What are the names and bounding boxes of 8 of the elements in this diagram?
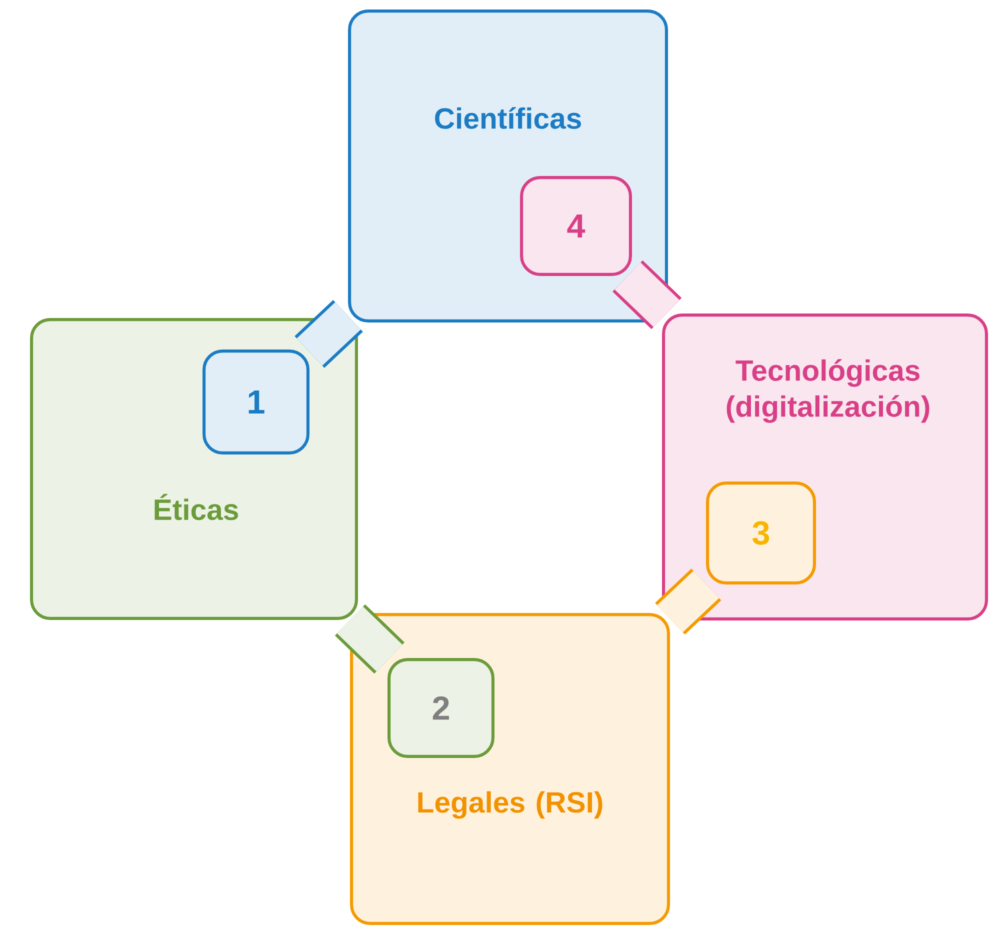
connector-band bbox=[655, 568, 722, 634]
connector-band bbox=[612, 260, 682, 330]
connector-band bbox=[294, 300, 363, 368]
connector-band bbox=[334, 604, 405, 674]
number-box: 2 bbox=[388, 658, 494, 758]
number-box: 4 bbox=[520, 176, 632, 276]
number-box: 1 bbox=[202, 350, 310, 454]
number-box: 3 bbox=[706, 482, 816, 584]
